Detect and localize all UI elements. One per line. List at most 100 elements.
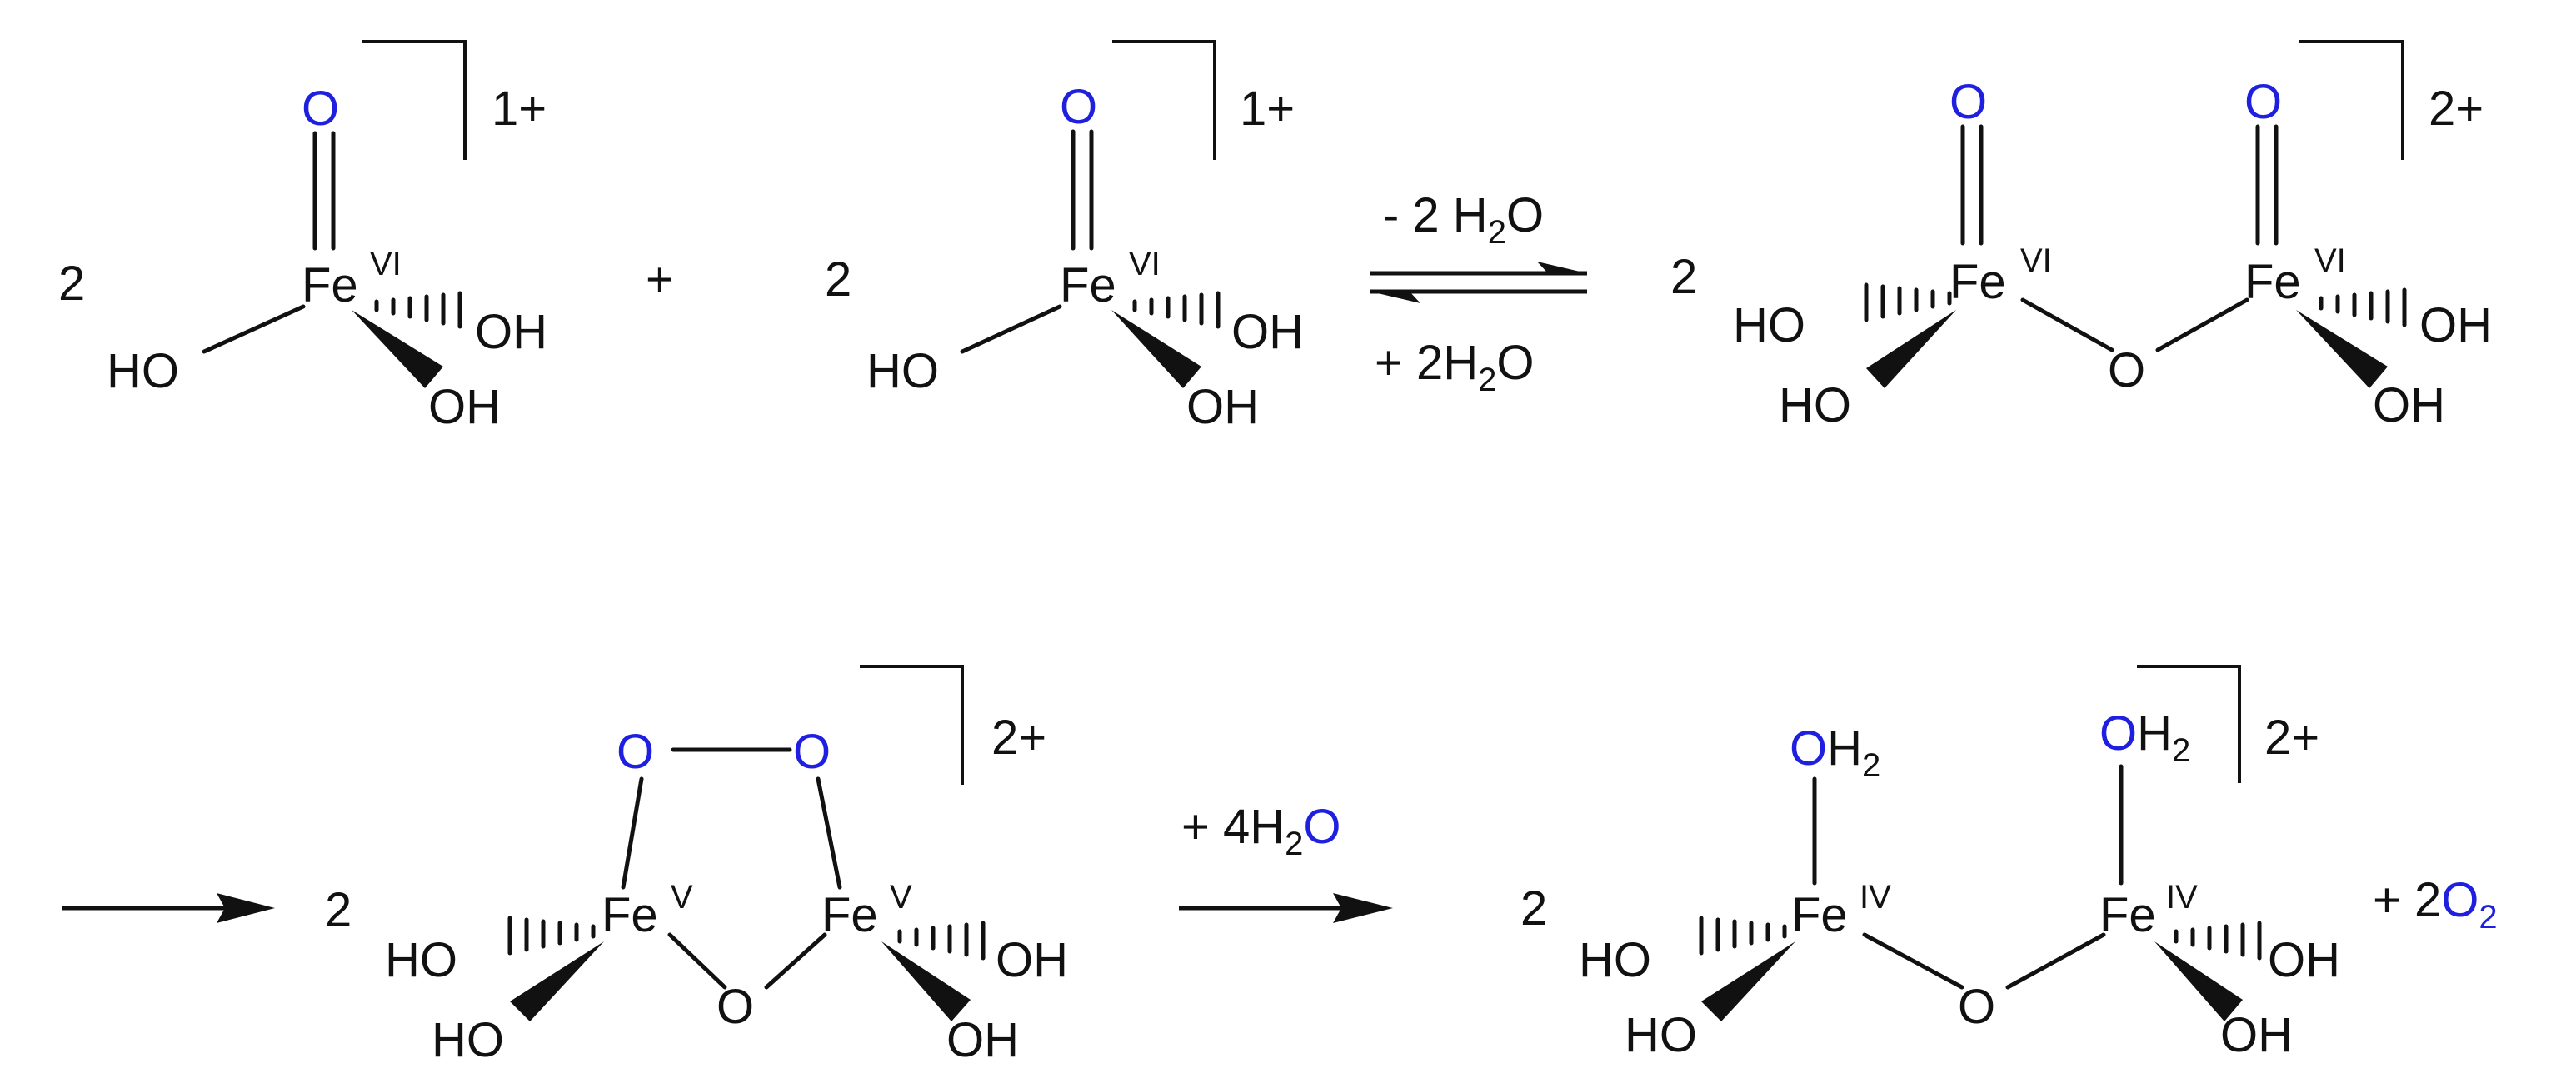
- intermediate-peroxo-dimer: 2 O O Fe V Fe V O HO HO: [325, 665, 1068, 1067]
- oxo-oxygen: O: [302, 82, 339, 136]
- charge-bracket: [1112, 40, 1216, 160]
- charge-bracket: [362, 40, 467, 160]
- hydroxy-ligand: OH: [428, 380, 501, 434]
- charge-bracket: [2299, 40, 2404, 160]
- hydroxy-ligand: OH: [2268, 933, 2340, 987]
- oxygen-product: + 2O2: [2373, 873, 2498, 936]
- peroxo-iron-bond: [621, 776, 644, 890]
- oxo-oxygen: O: [1949, 75, 1987, 129]
- reverse-harpoon: [1370, 292, 1420, 303]
- oxo-oxygen: O: [2244, 75, 2282, 129]
- oxidation-state: VI: [2314, 242, 2346, 279]
- plus-sign: +: [646, 252, 674, 307]
- charge-label: 1+: [1240, 82, 1295, 136]
- peroxo-oxygen: O: [793, 725, 831, 779]
- hydroxy-ligand: HO: [866, 344, 939, 398]
- wedge-bond: [352, 310, 443, 388]
- wedge-bond: [1701, 941, 1795, 1021]
- aqua-ligand: OH2: [2099, 706, 2190, 769]
- charge-label: 2+: [2264, 711, 2319, 765]
- wedge-bond: [2296, 310, 2388, 388]
- oxidation-state: VI: [370, 246, 402, 282]
- hydroxy-ligand: OH: [946, 1013, 1019, 1067]
- bridging-oxygen: O: [1958, 980, 1995, 1034]
- bridge-bond: [2005, 932, 2106, 990]
- forward-harpoon: [1537, 262, 1587, 273]
- hashed-bond: [2319, 287, 2407, 327]
- hashed-bond: [2174, 921, 2262, 961]
- charge-label: 1+: [492, 82, 547, 136]
- bridging-oxygen: O: [716, 980, 754, 1034]
- single-bond: [960, 304, 1062, 354]
- reactant-1-ferrate: 2 O Fe VI HO OH OH 1+: [58, 40, 547, 434]
- hashed-bond: [374, 291, 462, 329]
- reaction-arrow: [62, 893, 275, 923]
- peroxo-oxygen: O: [617, 725, 654, 779]
- iron-atom: Fe: [602, 888, 658, 942]
- charge-bracket: [860, 665, 964, 785]
- equilibrium-arrow: - 2 H2O + 2H2O: [1370, 188, 1587, 398]
- condition-top: - 2 H2O: [1383, 188, 1544, 251]
- coefficient: 2: [1520, 881, 1547, 936]
- oxidation-state: VI: [2020, 242, 2052, 279]
- iron-atom: Fe: [2244, 255, 2301, 309]
- hashed-bond: [507, 916, 596, 956]
- reactant-2-ferrate: 2 O Fe VI HO OH OH 1+: [825, 40, 1304, 434]
- hydroxy-ligand: OH: [475, 305, 547, 359]
- hydroxy-ligand: OH: [1186, 380, 1259, 434]
- oxidation-state: IV: [2166, 879, 2198, 916]
- wedge-bond: [1111, 310, 1201, 388]
- peroxo-iron-bond: [816, 776, 842, 890]
- hydroxy-ligand: HO: [1779, 378, 1851, 432]
- hydroxy-ligand: OH: [2419, 298, 2492, 352]
- hydroxy-ligand: OH: [1231, 305, 1304, 359]
- coefficient: 2: [1670, 250, 1697, 304]
- hashed-bond: [897, 921, 986, 961]
- bridge-bond: [2155, 297, 2249, 352]
- bridge-bond: [2020, 297, 2114, 352]
- product-2-aqua-dimer: 2 OH2 OH2 Fe IV Fe IV O HO HO: [1520, 665, 2340, 1062]
- hashed-bond: [1864, 282, 1952, 322]
- oxidation-state: V: [671, 879, 693, 916]
- oxidation-state: VI: [1129, 246, 1161, 282]
- hydroxy-ligand: HO: [107, 344, 179, 398]
- hydroxy-ligand: HO: [1579, 933, 1651, 987]
- oxidation-state: V: [890, 879, 912, 916]
- hydroxy-ligand: OH: [2373, 378, 2445, 432]
- aqua-ligand: OH2: [1790, 721, 1880, 784]
- iron-atom: Fe: [821, 888, 878, 942]
- iron-atom: Fe: [1791, 888, 1848, 942]
- iron-atom: Fe: [1949, 255, 2006, 309]
- iron-atom: Fe: [302, 258, 358, 312]
- hydroxy-ligand: HO: [432, 1013, 504, 1067]
- oxo-oxygen: O: [1060, 80, 1097, 134]
- bridge-bond: [764, 932, 827, 990]
- oxidation-state: IV: [1860, 879, 1891, 916]
- hydroxy-ligand: HO: [385, 933, 457, 987]
- hydroxy-ligand: HO: [1733, 298, 1805, 352]
- wedge-bond: [1866, 310, 1956, 388]
- hydrolysis-arrow: + 4H2O: [1179, 800, 1393, 923]
- hydroxy-ligand: HO: [1625, 1008, 1697, 1062]
- condition-bottom: + 2H2O: [1375, 336, 1535, 398]
- charge-label: 2+: [2429, 82, 2484, 136]
- coefficient: 2: [58, 257, 85, 311]
- wedge-bond: [510, 941, 604, 1021]
- hashed-bond: [1132, 291, 1221, 329]
- single-bond: [202, 304, 306, 354]
- bridge-bond: [1862, 932, 1964, 990]
- hydroxy-ligand: OH: [2220, 1008, 2293, 1062]
- hydroxy-ligand: OH: [996, 933, 1068, 987]
- iron-atom: Fe: [2099, 888, 2156, 942]
- iron-atom: Fe: [1060, 258, 1116, 312]
- hashed-bond: [1699, 916, 1787, 956]
- charge-bracket: [2137, 665, 2241, 783]
- charge-label: 2+: [991, 711, 1046, 765]
- product-1-oxo-bridged-dimer: 2 O Fe VI O Fe VI O HO HO: [1670, 40, 2492, 432]
- bridge-bond: [667, 932, 727, 990]
- coefficient: 2: [825, 252, 851, 307]
- reagent-water: + 4H2O: [1181, 800, 1341, 862]
- bridging-oxygen: O: [2108, 343, 2145, 397]
- wedge-bond: [2154, 941, 2243, 1021]
